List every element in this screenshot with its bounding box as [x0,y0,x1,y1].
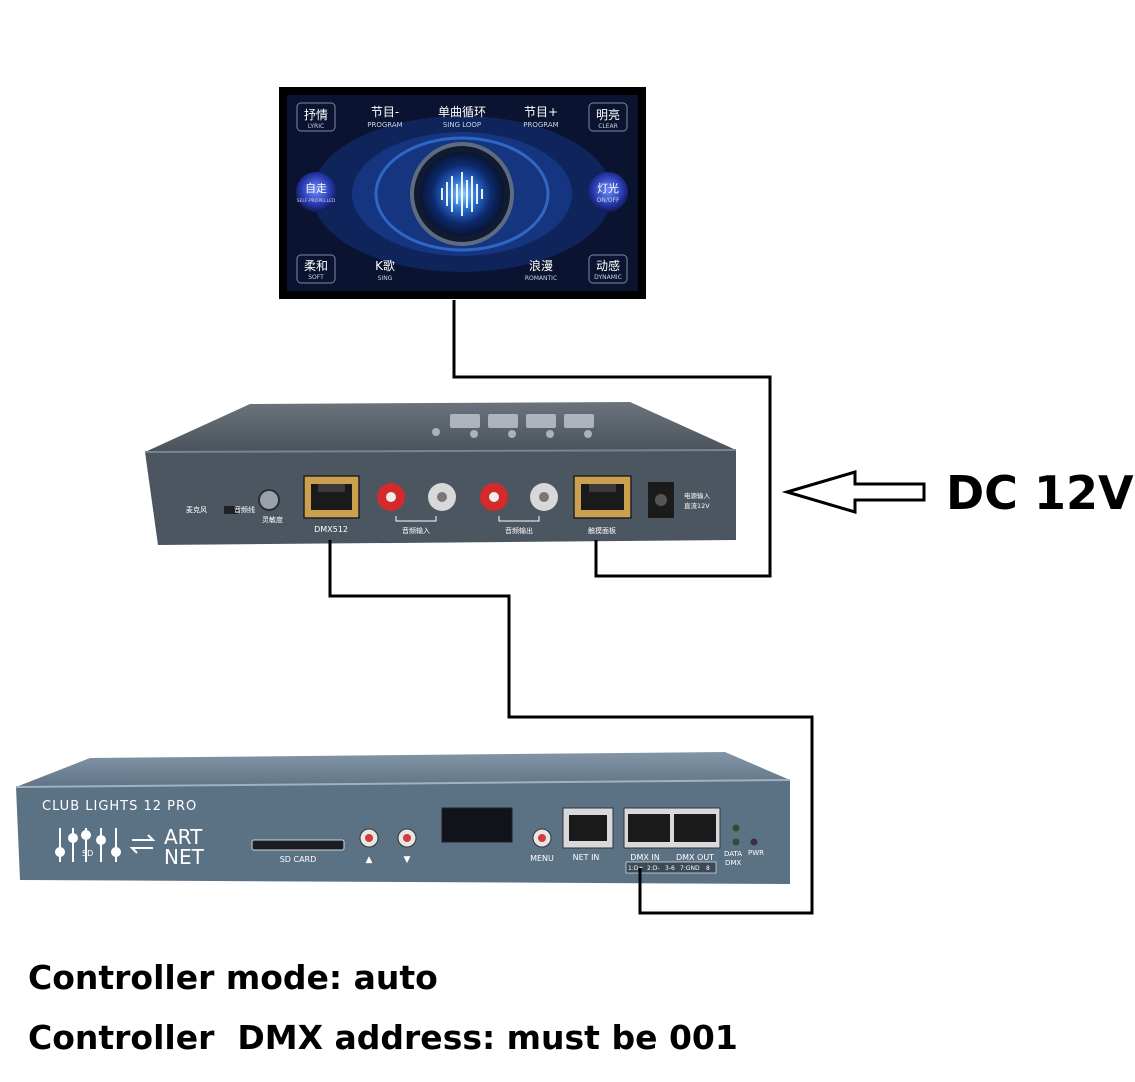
exchange-arrows-icon [129,834,156,854]
sd-card-slot[interactable] [251,839,345,851]
sing-loop-button-cn[interactable]: 单曲循环 [438,105,486,119]
dmx-out-port[interactable] [674,814,716,842]
dmx-in-port[interactable] [628,814,670,842]
sing-button-cn[interactable]: K歌 [375,258,395,273]
net-in-label: NET IN [573,853,600,862]
romantic-button-cn[interactable]: 浪漫 [529,258,553,273]
light-en: ON/OFF [597,197,620,204]
power-12v-label: 直流12V [684,501,710,510]
led-display [441,807,513,843]
artnet-logo-top: ART [164,825,203,849]
dmx-controller: CLUB LIGHTS 12 PRO SD ART NET SD CARD ▲ … [15,752,791,884]
sensitivity-knob[interactable] [258,489,280,511]
dmx-out-label: DMX OUT [676,853,714,862]
program-next-button-en: PROGRAM [523,121,558,129]
sensitivity-label: 灵敏度 [262,515,283,524]
soft-button-cn[interactable]: 柔和 [304,259,328,273]
sd-card-label: SD CARD [280,855,317,864]
mic-line-switch[interactable] [224,506,238,514]
self-propelled-button[interactable] [296,172,336,212]
dmx-led [732,838,740,846]
lyric-button-cn[interactable]: 抒情 [304,108,328,122]
program-next-button-cn[interactable]: 节目+ [524,105,558,119]
program-prev-button-en: PROGRAM [367,121,402,129]
artnet-logo-bottom: NET [164,845,205,869]
power-led [750,838,758,846]
pwr-label: PWR [748,849,764,857]
sd-playback-icon [55,828,121,862]
data-led [732,824,740,832]
up-arrow-icon: ▲ [366,855,373,865]
dynamic-button-en: DYNAMIC [594,274,622,281]
dmx-cable [328,540,814,915]
power-arrow-icon [781,469,926,515]
power-input-label: 电源输入 [684,491,711,500]
data-label: DATA [724,850,742,858]
pin-2-label: 2:D- [647,865,660,872]
music-box: 麦克风 音频线 灵敏度 DMX512 音频输入 音频输出 触摸面板 电源输入 [144,402,737,545]
self-propelled-en: SELF-PROPELLED [297,198,336,204]
pin-7-label: 7:GND [680,865,700,872]
clear-button-en: CLEAR [598,123,618,130]
caption-mode: Controller mode: auto [28,958,438,997]
audio-in-label: 音频输入 [402,526,430,535]
light-onoff-button[interactable] [588,172,628,212]
touch-port-label: 触摸面板 [588,526,616,535]
sing-button-en: SING [378,275,393,282]
touch-panel: 抒情 LYRIC 节目- PROGRAM 单曲循环 SING LOOP 节目+ … [279,87,646,299]
sd-icon-label: SD [82,849,93,858]
dmx-in-label: DMX IN [630,853,659,862]
line-label: 音频线 [234,505,255,514]
caption-address: Controller DMX address: must be 001 [28,1018,738,1057]
controller-brand: CLUB LIGHTS 12 PRO [42,799,197,814]
dynamic-button-cn[interactable]: 动感 [596,258,620,273]
light-cn: 灯光 [597,181,619,195]
sing-loop-button-en: SING LOOP [443,121,481,129]
down-arrow-icon: ▼ [404,855,411,865]
program-prev-button-cn[interactable]: 节目- [371,105,399,119]
lyric-button-en: LYRIC [308,123,324,130]
touch-panel-cable [452,300,772,578]
dmx-label: DMX [725,859,741,867]
romantic-button-en: ROMANTIC [525,275,557,282]
wires [328,300,814,915]
pin-1-label: 1:D+ [628,865,644,872]
music-box-top [145,402,736,452]
pin-8-label: 8 [706,865,710,872]
dmx512-label: DMX512 [314,525,348,534]
self-propelled-cn: 自走 [305,182,327,195]
menu-label: MENU [530,854,554,863]
soft-button-en: SOFT [308,274,324,281]
controller-top [16,752,790,787]
audio-out-label: 音频输出 [505,526,533,535]
clear-button-cn[interactable]: 明亮 [596,107,620,122]
pin-3-6-label: 3-6 [665,865,675,872]
dc-12v-label: DC 12V [946,466,1134,520]
mic-label: 麦克风 [186,505,207,514]
dmx-pinout-strip [625,861,717,874]
